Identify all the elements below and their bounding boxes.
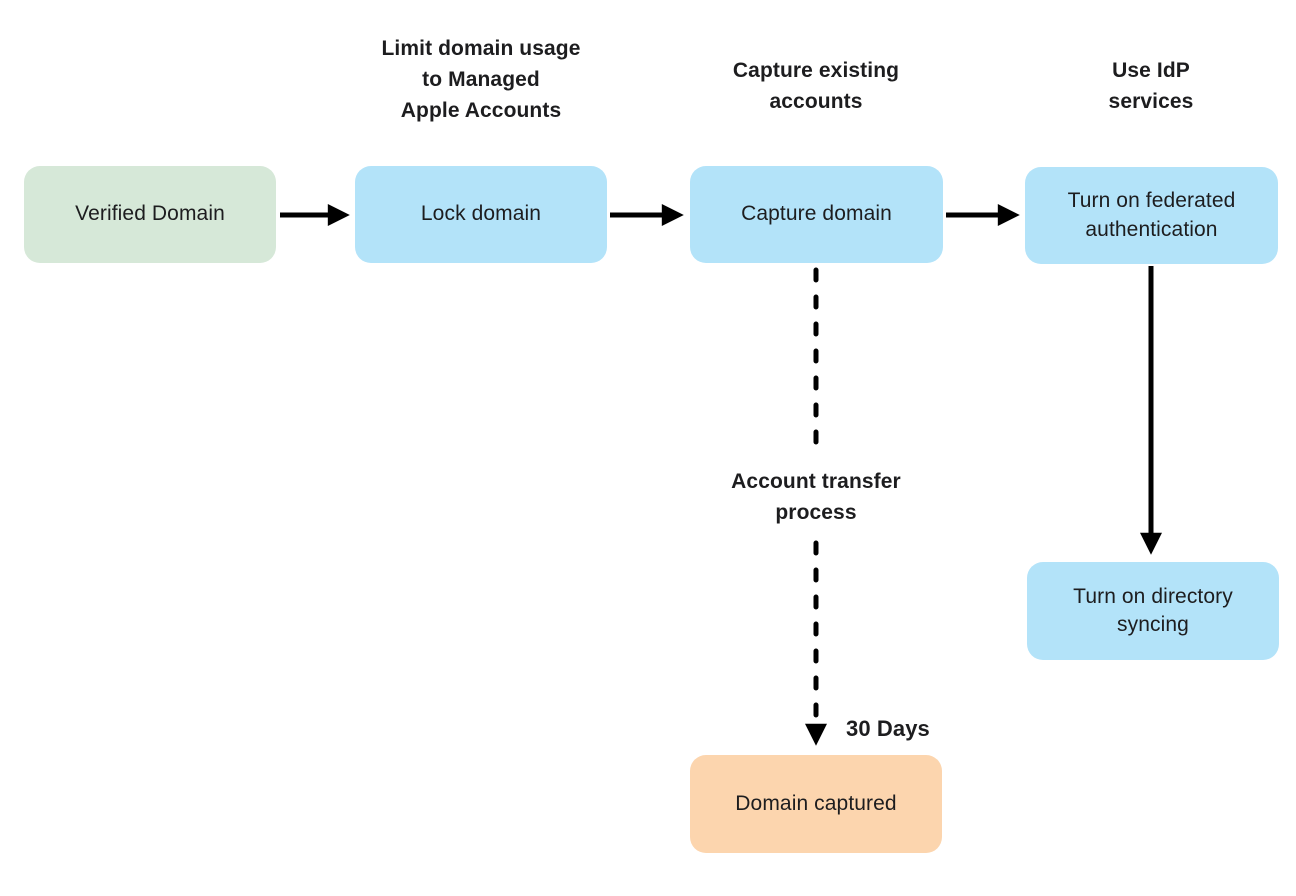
annotation-limit-domain-usage: Limit domain usage to Managed Apple Acco… [331,33,631,126]
node-turn-on-federated-authentication: Turn on federated authentication [1025,167,1278,264]
annotation-line: Capture existing [732,59,900,82]
node-label: Verified Domain [75,202,225,226]
annotation-use-idp-services: Use IdP services [1001,55,1296,117]
annotation-line: Limit domain usage [381,37,581,60]
annotation-line: Apple Accounts [400,99,562,122]
node-lock-domain: Lock domain [355,166,607,263]
node-label: Domain captured [735,791,897,815]
node-label: Lock domain [420,202,542,226]
annotation-line: services [1108,90,1194,113]
annotation-line: process [775,501,857,524]
node-label: Capture domain [741,202,892,226]
annotation-account-transfer-process: Account transfer process [666,466,966,528]
annotation-capture-existing-accounts: Capture existing accounts [666,55,966,117]
annotation-line: accounts [769,90,863,113]
annotation-line: to Managed [422,68,540,91]
node-turn-on-directory-syncing: Turn on directory syncing [1027,562,1279,660]
node-verified-domain: Verified Domain [24,166,276,263]
node-domain-captured: Domain captured [690,755,942,853]
annotation-line: Use IdP [1112,59,1190,82]
edge-label-30-days: 30 Days [846,716,930,741]
node-capture-domain: Capture domain [690,166,943,263]
annotation-line: Account transfer [731,470,901,493]
node-label: Turn on directory syncing [1073,584,1233,636]
node-label: Turn on federated authentication [1067,189,1236,241]
